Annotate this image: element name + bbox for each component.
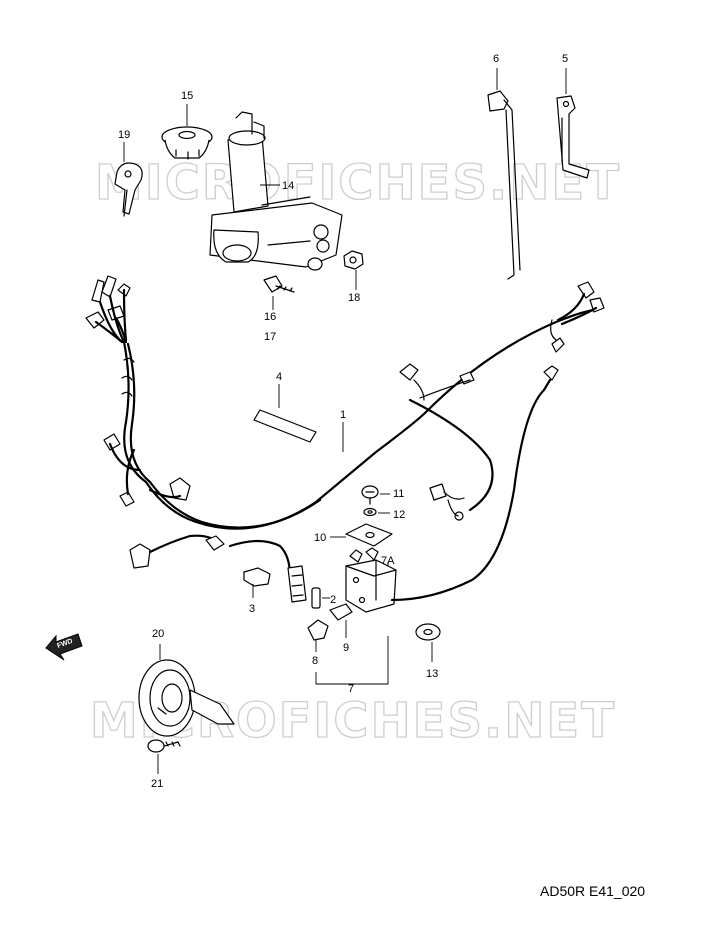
bolt-16-part [263,275,295,310]
nut-18-part [343,250,364,290]
ignition-switch-part [209,111,343,271]
screw-21-part [147,739,181,774]
cap-9-part [329,603,353,638]
callout-7-bracket [315,636,389,685]
wiring-harness-part [85,275,605,603]
callout-20: 20 [152,628,164,640]
screw-11-part [361,485,390,505]
connector-3-part [243,567,271,598]
horn-part [138,644,235,737]
callout-9: 9 [343,642,349,654]
regulator-assembly-part [345,365,559,613]
callout-16: 16 [264,311,276,323]
washer-12-part [363,507,390,517]
bracket-part [556,68,590,179]
callout-3: 3 [249,603,255,615]
plate-10-part [330,523,393,547]
callout-6: 6 [493,53,499,65]
rubber-8-part [307,619,329,652]
callout-2: 2 [330,594,336,606]
callout-13: 13 [426,668,438,680]
callout-19: 19 [118,129,130,141]
forward-arrow-icon: FWD [45,633,83,661]
callout-21: 21 [151,778,163,790]
ignition-cap-part [161,126,213,160]
callout-12: 12 [393,509,405,521]
callout-4: 4 [276,371,282,383]
callout-5: 5 [562,53,568,65]
callout-14: 14 [282,180,294,192]
grommet-part [415,623,441,662]
callout-7a: 7A [381,555,395,567]
callout-10: 10 [314,532,326,544]
callout-1: 1 [340,409,346,421]
callout-18: 18 [348,292,360,304]
tape-part [253,409,317,443]
fuse-part [311,587,330,609]
cable-band-part [487,68,521,280]
watermark-top: MICROFICHES.NET [95,155,621,211]
callout-17: 17 [264,331,276,343]
callout-15: 15 [181,90,193,102]
callout-8: 8 [312,655,318,667]
diagram-code: AD50R E41_020 [540,883,646,899]
key-part [114,162,143,217]
callout-7: 7 [348,683,354,695]
callout-11: 11 [393,488,404,500]
